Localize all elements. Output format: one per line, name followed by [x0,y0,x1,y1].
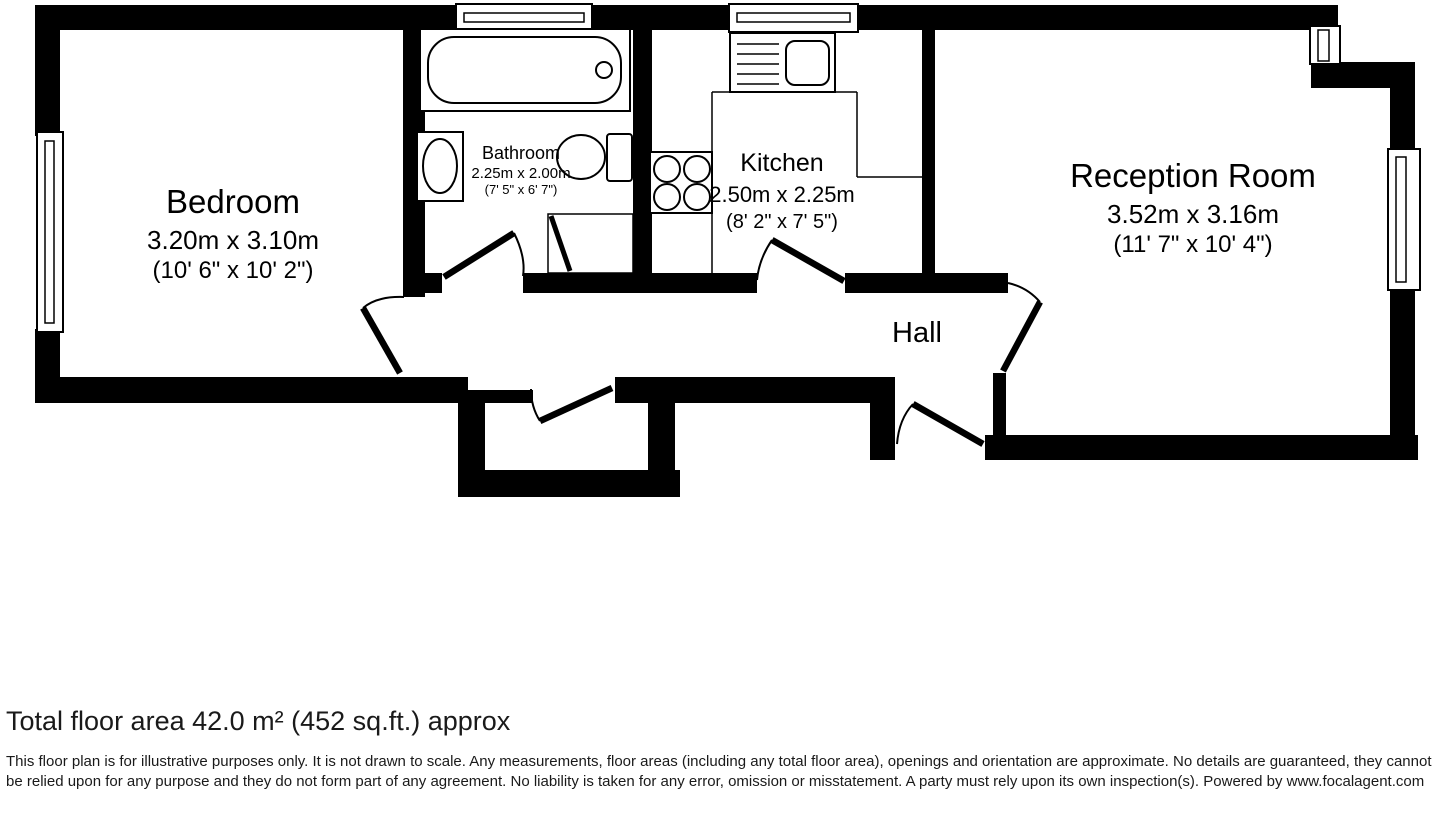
hob-icon [649,151,713,214]
room-label-reception: Reception Room 3.52m x 3.16m (11' 7" x 1… [1070,157,1316,258]
window-bedroom-icon [36,131,64,333]
basin-icon [416,131,464,202]
bathroom-cupboard [547,213,634,274]
room-dimensions-imperial: (8' 2" x 7' 5") [726,210,838,233]
room-label-bedroom: Bedroom 3.20m x 3.10m (10' 6" x 10' 2") [147,183,319,284]
door-porch [530,385,614,424]
window-kitchen-icon [728,3,859,33]
room-dimensions-metric: 2.50m x 2.25m [709,181,855,207]
window-reception-small-icon [1309,25,1341,65]
room-label-kitchen: Kitchen 2.50m x 2.25m (8' 2" x 7' 5") [709,149,855,233]
room-dimensions-imperial: (10' 6" x 10' 2") [152,256,314,284]
walls [35,5,1418,497]
room-name: Bedroom [166,183,300,220]
door-bathroom [442,230,525,280]
total-floor-area: Total floor area 42.0 m² (452 sq.ft.) ap… [6,706,511,736]
window-reception-icon [1387,148,1421,291]
room-name: Bathroom [481,143,561,163]
kitchen-sink-icon [729,32,836,93]
room-dimensions-metric: 3.52m x 3.16m [1107,199,1279,230]
room-name: Reception Room [1070,157,1316,194]
door-bedroom [360,295,405,375]
disclaimer-text: This floor plan is for illustrative purp… [6,753,1432,790]
door-reception [1000,282,1043,373]
bathtub-icon [419,28,631,112]
door-entrance [896,401,985,447]
room-dimensions-metric: 2.25m x 2.00m [471,164,571,182]
room-dimensions-metric: 3.20m x 3.10m [147,225,319,256]
room-dimensions-imperial: (11' 7" x 10' 4") [1113,230,1273,258]
room-name: Hall [892,317,942,349]
room-dimensions-imperial: (7' 5" x 6' 7") [484,182,558,198]
door-kitchen [756,237,846,284]
room-label-hall: Hall [892,317,942,350]
room-label-bathroom: Bathroom 2.25m x 2.00m (7' 5" x 6' 7") [471,143,571,198]
window-bathroom-icon [455,3,593,33]
kitchen-counter-outline [711,91,922,273]
toilet-icon [556,133,633,182]
room-name: Kitchen [740,149,824,177]
